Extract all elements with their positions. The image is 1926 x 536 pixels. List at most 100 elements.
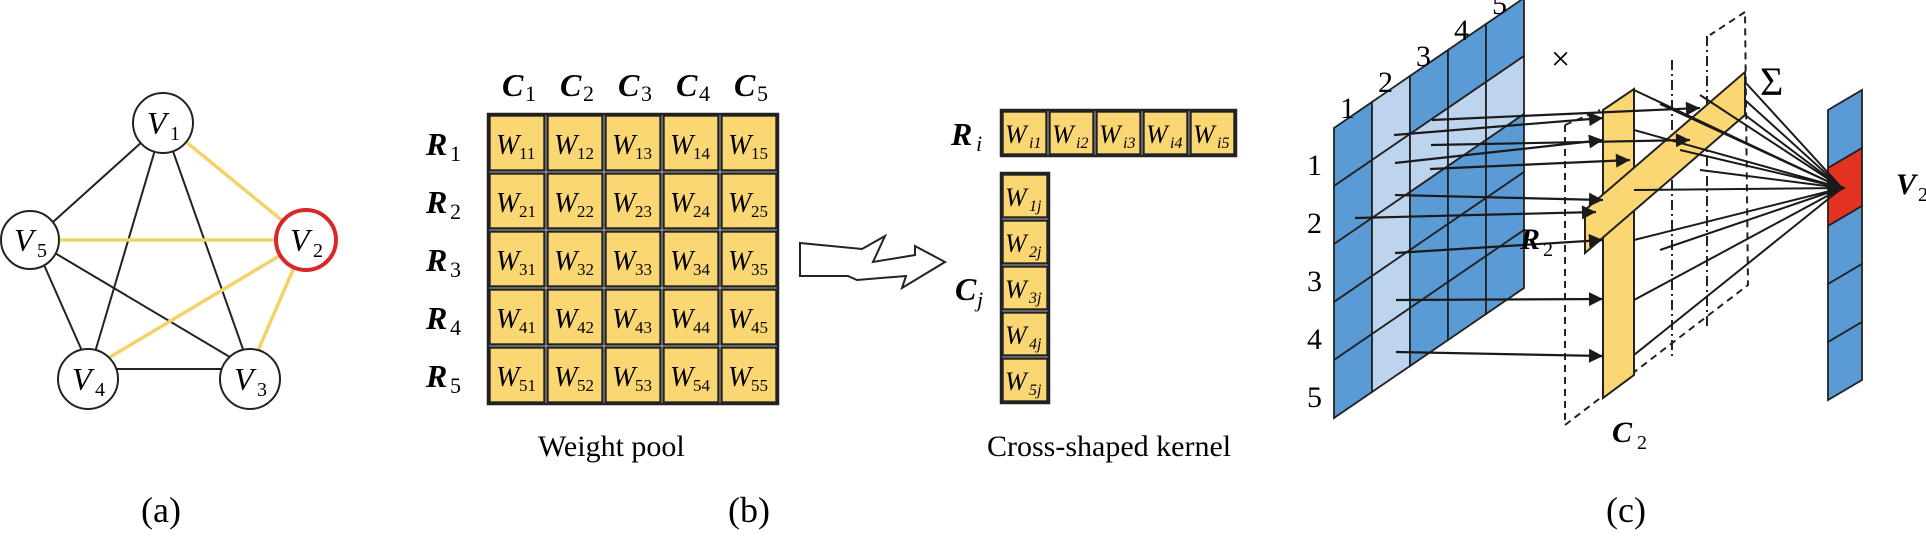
top-index-number: 2 <box>1378 66 1393 99</box>
weight-cell-letter: W <box>670 130 696 161</box>
weight-cell-sub: 55 <box>751 376 768 395</box>
weight-cell-sub: 25 <box>751 202 768 221</box>
weight-cell-sub: 24 <box>693 202 711 221</box>
left-index-number: 4 <box>1307 323 1322 356</box>
weight-cell-sub: 15 <box>751 144 768 163</box>
weight-cell-sub: 53 <box>635 376 652 395</box>
node-v1-sub: 1 <box>170 123 180 145</box>
weight-cell-sub: 52 <box>577 376 594 395</box>
row-header-sub: 1 <box>450 141 461 166</box>
weight-cell-letter: W <box>728 130 754 161</box>
weight-cell-letter: W <box>670 362 696 393</box>
cross-kernel-label: Cross-shaped kernel <box>987 430 1231 463</box>
weight-cell-box <box>488 230 546 288</box>
fan-line <box>1679 149 1843 189</box>
fan-line <box>1744 99 1843 189</box>
fan-line <box>1659 187 1843 251</box>
weight-cell-sub: 43 <box>635 318 652 337</box>
conv-arrow <box>1394 138 1604 165</box>
row-header-sub: 2 <box>450 199 461 224</box>
edge-v1-v3 <box>162 122 251 370</box>
col-header-letter: C <box>676 67 698 103</box>
row-header-sub: 3 <box>450 257 461 282</box>
fan-line <box>1659 103 1843 189</box>
v2-output-label-letter: V <box>1896 168 1919 201</box>
col-kernel-cell-box <box>1001 219 1049 265</box>
node-v4: V 4 <box>57 348 119 410</box>
node-v3: V 3 <box>219 348 281 410</box>
conv-arrowhead <box>1588 192 1603 207</box>
weight-cell-letter: W <box>554 246 580 277</box>
fan-line <box>1633 187 1843 356</box>
weight-cell-sub: 22 <box>577 202 594 221</box>
weight-cell-sub: 51 <box>519 376 536 395</box>
weight-cell-sub: 14 <box>693 144 711 163</box>
col-header-letter: C <box>734 67 756 103</box>
col-kernel-cell-box <box>1001 173 1049 219</box>
col-header-sub: 5 <box>757 81 768 106</box>
caption-a: (a) <box>141 490 181 530</box>
node-v4-sub: 4 <box>95 379 105 401</box>
col-kernel-cell-box <box>1001 357 1049 403</box>
times-symbol: × <box>1551 41 1570 78</box>
weight-cell-letter: W <box>554 130 580 161</box>
conv-arrowhead <box>1581 205 1596 220</box>
weight-cell-sub: 44 <box>693 318 711 337</box>
row-kernel-label-sub: i <box>976 131 982 156</box>
weight-cell-sub: 35 <box>751 260 768 279</box>
weight-cell-letter: W <box>728 362 754 393</box>
row-kernel-border <box>999 108 1238 158</box>
weight-cell-box <box>720 172 778 230</box>
col-header-sub: 2 <box>583 81 594 106</box>
row-kernel-cell-sub: i1 <box>1029 135 1041 152</box>
col-kernel-cell-box <box>1001 311 1049 357</box>
dashed-line-3 <box>1709 11 1746 36</box>
weight-cell-box <box>488 288 546 346</box>
weight-cell-letter: W <box>670 246 696 277</box>
node-v3-sub: 3 <box>257 379 267 401</box>
yellow-column-strip <box>1602 87 1635 400</box>
weight-cell-letter: W <box>496 362 522 393</box>
row-header-sub: 5 <box>450 373 461 398</box>
weight-cell-box <box>662 172 720 230</box>
col-kernel-cell-box <box>1001 265 1049 311</box>
col-kernel-cell-letter: W <box>1005 367 1029 396</box>
node-v2-sub: 2 <box>313 240 323 262</box>
fan-line <box>1744 114 1843 189</box>
row-kernel-cell-letter: W <box>1005 120 1029 149</box>
top-index-number: 5 <box>1492 0 1507 21</box>
conv-arrowhead <box>1675 133 1690 148</box>
weight-cell-box <box>720 346 778 404</box>
col-kernel-cell-sub: 5j <box>1029 382 1042 399</box>
row-kernel-cell-sub: i5 <box>1217 135 1229 152</box>
v2-output-label-sub: 2 <box>1918 184 1926 206</box>
node-v5-sub: 5 <box>37 240 47 262</box>
conv-arrow <box>1354 210 1597 220</box>
row-kernel-cell-box <box>1189 110 1236 156</box>
fan-lines <box>1633 81 1846 356</box>
weight-cell-letter: W <box>612 188 638 219</box>
col-kernel-cell-sub: 2j <box>1029 244 1042 261</box>
top-index-number: 1 <box>1340 92 1355 125</box>
weight-cell-sub: 54 <box>693 376 711 395</box>
node-v3-letter: V <box>234 361 257 397</box>
weight-cell-box <box>488 172 546 230</box>
weight-pool-border <box>486 112 780 406</box>
weight-cell-letter: W <box>612 304 638 335</box>
